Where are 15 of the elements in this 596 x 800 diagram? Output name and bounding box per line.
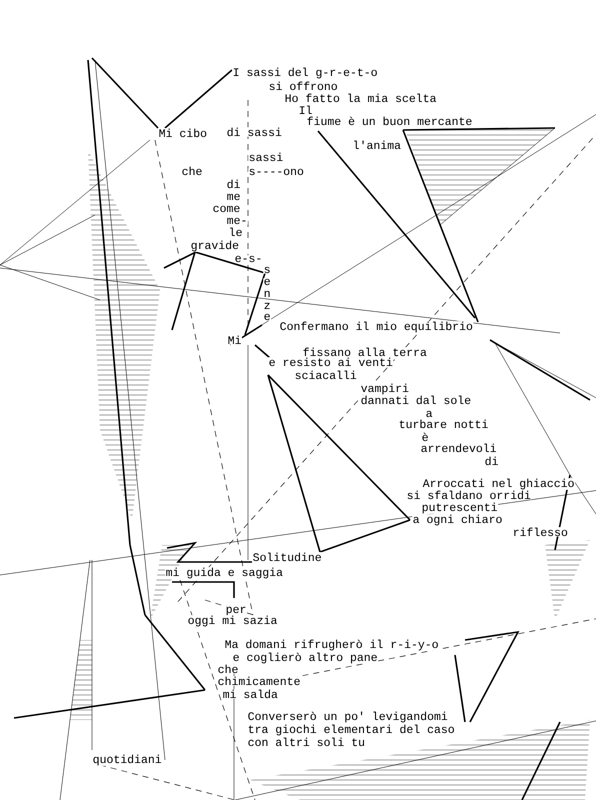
poem-line: l'anima [352, 140, 402, 150]
poem-line: sciacalli [294, 370, 358, 380]
poem-line: si offrono [268, 81, 338, 91]
poem-line: con altri soli tu [247, 737, 366, 747]
poem-line: che [181, 166, 203, 176]
poem-line: turbare notti [398, 419, 489, 429]
poem-line: Ho fatto la mia scelta [284, 93, 438, 103]
poem-line: le [228, 227, 243, 237]
poem-line: Il [298, 105, 313, 114]
poem-line: Converserò un po' levigandomi [247, 711, 448, 723]
poem-line: di [226, 179, 241, 189]
poem-line: arrendevoli [420, 443, 498, 453]
poem-line: tra giochi elementari del caso [247, 724, 456, 736]
poem-line: fiume è un buon mercante [306, 116, 473, 126]
poem-line: di [484, 456, 499, 466]
